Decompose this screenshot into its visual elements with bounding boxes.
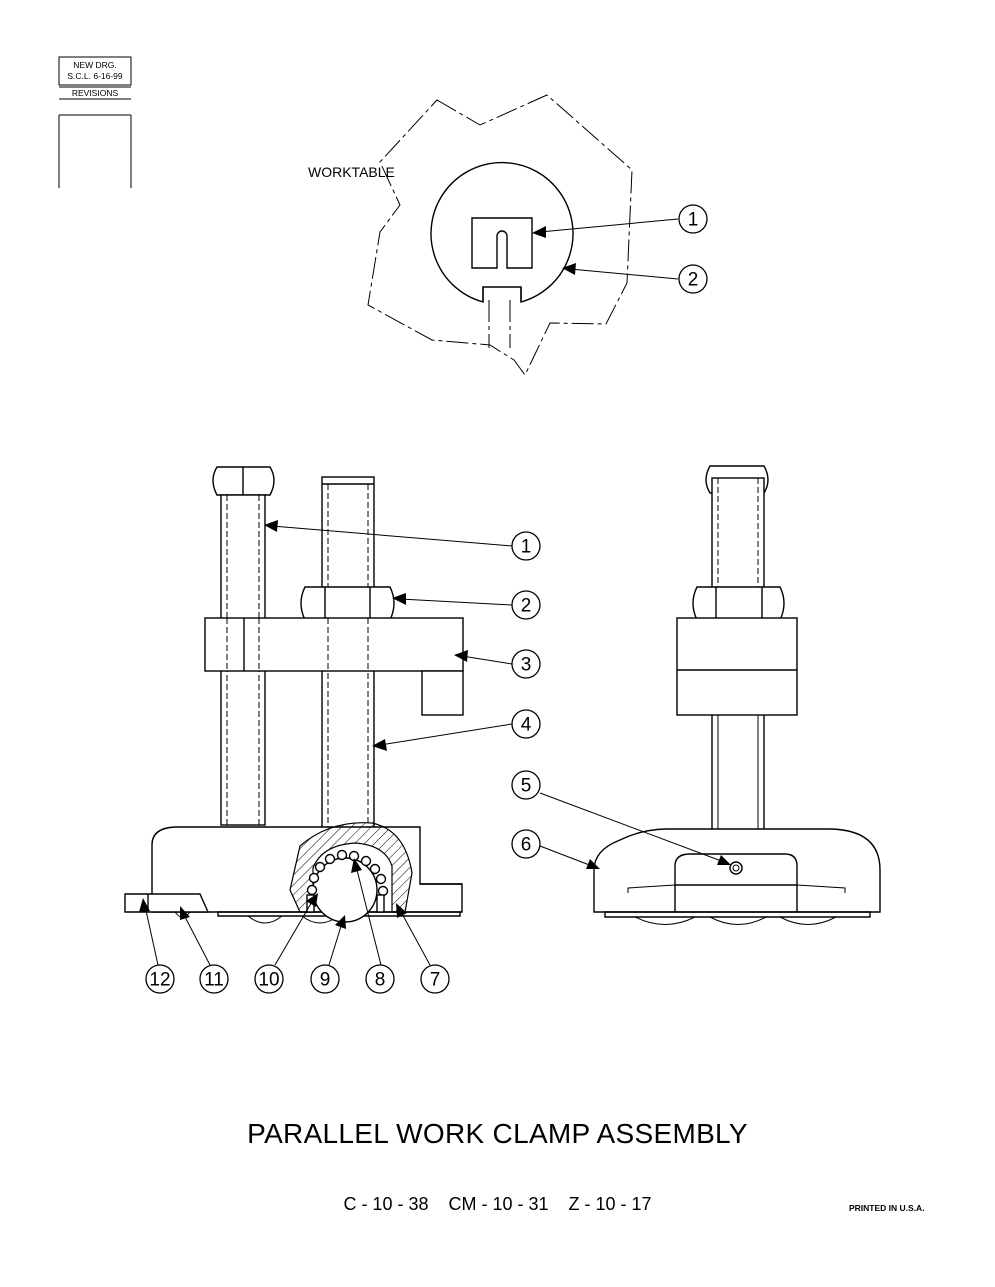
front-callout-12: 12 xyxy=(145,964,175,994)
side-clamp-arm xyxy=(676,617,798,716)
svg-text:6: 6 xyxy=(521,835,532,856)
front-callout-7: 7 xyxy=(420,964,450,994)
bearing-housing-section xyxy=(289,822,413,913)
svg-text:2: 2 xyxy=(521,596,532,617)
clamp-arm xyxy=(204,617,464,672)
revision-block: NEW DRG. S.C.L. 6-16-99 REVISIONS xyxy=(58,56,132,188)
front-view: 1 2 3 4 12 11 10 9 8 7 xyxy=(124,466,541,994)
svg-text:2: 2 xyxy=(688,270,699,291)
model-numbers: C - 10 - 38 CM - 10 - 31 Z - 10 - 17 xyxy=(343,1194,652,1214)
front-callout-2: 2 xyxy=(511,590,541,620)
svg-text:12: 12 xyxy=(149,970,170,991)
svg-text:4: 4 xyxy=(521,715,532,736)
front-callout-3: 3 xyxy=(511,649,541,679)
svg-text:3: 3 xyxy=(521,655,532,676)
top-view: WORKTABLE 1 2 xyxy=(308,94,708,376)
front-callout-1: 1 xyxy=(511,531,541,561)
printed-note: PRINTED IN U.S.A. xyxy=(849,1203,925,1213)
top-callout-2: 2 xyxy=(678,264,708,294)
svg-text:10: 10 xyxy=(258,970,279,991)
side-rod-nut xyxy=(692,586,785,621)
bearing-balls xyxy=(306,849,389,897)
rod-hex-nut xyxy=(300,586,395,621)
worktable-outline xyxy=(367,94,633,376)
top-callout-1: 1 xyxy=(678,204,708,234)
revision-line3: REVISIONS xyxy=(72,88,119,98)
clamp-base-circle xyxy=(430,161,574,303)
svg-text:1: 1 xyxy=(521,537,532,558)
svg-text:7: 7 xyxy=(430,970,441,991)
svg-text:1: 1 xyxy=(688,210,699,231)
side-callout-6: 6 xyxy=(511,829,541,859)
front-callout-4: 4 xyxy=(511,709,541,739)
front-callout-10: 10 xyxy=(254,964,284,994)
svg-text:11: 11 xyxy=(204,970,224,991)
revision-line1: NEW DRG. xyxy=(73,60,116,70)
arm-foot xyxy=(421,670,464,716)
svg-text:5: 5 xyxy=(521,776,532,797)
front-callout-9: 9 xyxy=(310,964,340,994)
revision-line2: S.C.L. 6-16-99 xyxy=(67,71,123,81)
release-lever xyxy=(124,893,210,913)
front-callout-8: 8 xyxy=(365,964,395,994)
worktable-label: WORKTABLE xyxy=(308,164,395,180)
side-callout-5: 5 xyxy=(511,770,541,800)
slotted-block xyxy=(471,217,533,269)
grease-fitting xyxy=(729,861,743,875)
front-callout-11: 11 xyxy=(199,964,229,994)
drawing-title: PARALLEL WORK CLAMP ASSEMBLY xyxy=(247,1118,748,1149)
side-view: 5 6 xyxy=(511,465,881,925)
svg-text:8: 8 xyxy=(375,970,386,991)
svg-text:9: 9 xyxy=(320,970,331,991)
